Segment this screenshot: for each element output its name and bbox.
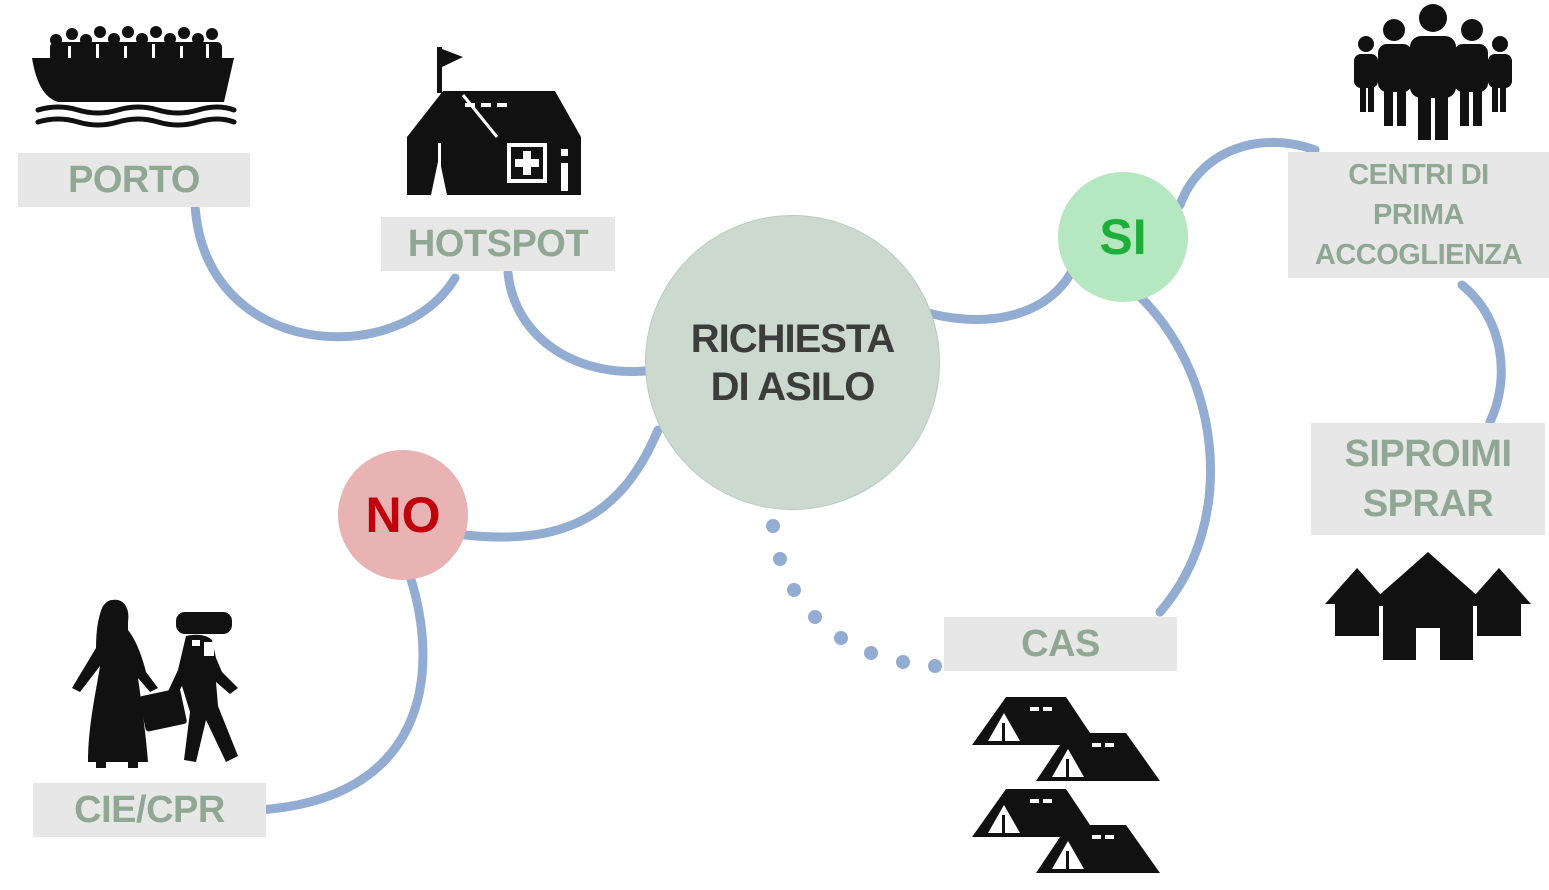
- centri-line2: PRIMA: [1373, 199, 1464, 231]
- connector-porto-hotspot: [190, 200, 460, 342]
- centri-label: CENTRI DI PRIMA ACCOGLIENZA: [1288, 152, 1549, 278]
- hotspot-label: HOTSPOT: [381, 217, 615, 271]
- porto-label: PORTO: [18, 153, 250, 207]
- siproimi-label: SIPROIMI SPRAR: [1311, 423, 1545, 535]
- connector-si-cas: [1130, 287, 1215, 617]
- siproimi-line2: SPRAR: [1362, 483, 1494, 525]
- connector-centri-siproimi: [1457, 280, 1506, 427]
- decision-no-node: NO: [338, 450, 468, 580]
- first-aid-building-icon: [407, 47, 581, 195]
- connector-no-cie: [253, 565, 428, 815]
- connector-hotspot-center: [503, 268, 660, 376]
- connector-si-centri: [1175, 138, 1320, 210]
- cie-label-text: CIE/CPR: [74, 788, 225, 831]
- tents-icon: [972, 697, 1160, 873]
- asylum-request-line2: DI ASILO: [710, 364, 876, 409]
- centri-line3: ACCOGLIENZA: [1314, 239, 1523, 271]
- connector-center-no: [460, 425, 663, 542]
- crowd-icon: [1354, 4, 1512, 140]
- centri-line1: CENTRI DI: [1348, 159, 1489, 191]
- cas-label-text: CAS: [1021, 622, 1100, 665]
- decision-no-label: NO: [365, 487, 441, 543]
- asylum-request-line1: RICHIESTA: [690, 316, 896, 361]
- migrant-boat-icon: [32, 26, 237, 128]
- porto-label-text: PORTO: [68, 158, 200, 201]
- asylum-request-node: RICHIESTA DI ASILO: [645, 215, 940, 510]
- connector-center-si: [913, 260, 1080, 324]
- siproimi-line1: SIPROIMI: [1344, 433, 1512, 475]
- departing-family-icon: [72, 599, 238, 768]
- houses-icon: [1325, 552, 1531, 660]
- decision-yes-node: SI: [1058, 172, 1188, 302]
- hotspot-label-text: HOTSPOT: [407, 222, 589, 265]
- decision-yes-label: SI: [1099, 209, 1147, 265]
- cie-label: CIE/CPR: [33, 783, 266, 837]
- dotted-connector-center-cas: [766, 486, 942, 673]
- cas-label: CAS: [944, 617, 1177, 671]
